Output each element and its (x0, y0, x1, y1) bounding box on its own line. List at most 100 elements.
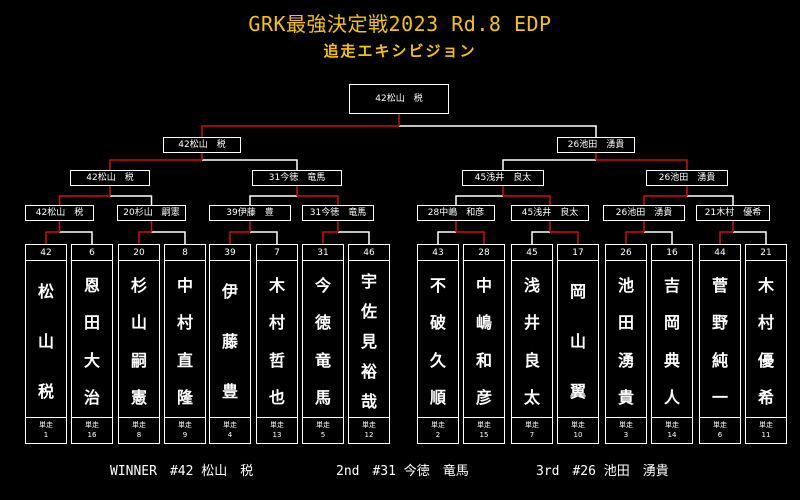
bracket-connector (625, 231, 644, 244)
second-result: 2nd #31 今徳 竜馬 (336, 464, 469, 479)
player-number: 39 (210, 245, 250, 261)
player-name: 杉山嗣憲 (130, 275, 147, 408)
player-number: 16 (652, 245, 692, 261)
player-name: 木村哲也 (268, 275, 285, 408)
quarterfinal-box: 45浅井 良太 (511, 205, 589, 221)
bracket-connector (531, 231, 550, 244)
bracket-connector (138, 231, 152, 244)
bracket-connector (643, 195, 687, 205)
seed-number: 5 (320, 431, 326, 439)
seed-number: 15 (479, 431, 489, 439)
player-seed: 単走 12 (349, 417, 389, 443)
seed-label: 単走 (571, 421, 585, 429)
player-seed: 単走 10 (558, 417, 598, 443)
seed-label: 単走 (525, 421, 539, 429)
semifinal-box: 45浅井 良太 (462, 170, 544, 186)
seed-label: 単走 (431, 421, 445, 429)
seed-number: 7 (529, 431, 535, 439)
player-name: 不破久順 (429, 275, 446, 408)
player-name: 宇佐見裕哉 (360, 272, 377, 411)
bracket-connector (719, 231, 733, 244)
player-seed: 単走 1 (26, 417, 66, 443)
player-name: 菅野純一 (711, 275, 728, 408)
player-number: 31 (303, 245, 343, 261)
third-result: 3rd #26 池田 湧貴 (536, 464, 669, 479)
seed-label: 単走 (477, 421, 491, 429)
seed-number: 1 (43, 431, 49, 439)
seed-number: 8 (136, 431, 142, 439)
seed-label: 単走 (316, 421, 330, 429)
seed-label: 単走 (619, 421, 633, 429)
player-number: 43 (418, 245, 458, 261)
seed-number: 4 (227, 431, 233, 439)
player-seed: 単走 2 (418, 417, 458, 443)
seed-number: 3 (623, 431, 629, 439)
player-name: 伊藤豊 (221, 282, 238, 401)
player-name: 池田湧貴 (617, 275, 634, 408)
bracket-connector (550, 231, 579, 244)
page-title: GRK最強決定戦2023 Rd.8 EDP (248, 12, 552, 36)
player-name: 中村直隆 (176, 275, 193, 408)
seed-label: 単走 (270, 421, 284, 429)
seed-number: 12 (364, 431, 374, 439)
semifinal-box: 42松山 税 (70, 170, 150, 186)
player-number: 26 (606, 245, 646, 261)
player-number: 20 (119, 245, 159, 261)
quarterfinal-box: 31今徳 竜馬 (302, 205, 374, 221)
champion-box: 42松山 税 (349, 84, 449, 114)
bracket-connector (229, 231, 250, 244)
seed-label: 単走 (759, 421, 773, 429)
player-name: 吉岡典人 (663, 275, 680, 408)
quarterfinal-box: 20杉山 嗣憲 (117, 205, 186, 221)
player-name: 木村優希 (757, 275, 774, 408)
bracket-connector (596, 159, 688, 170)
player-card: 43 不破久順単走 2 (417, 244, 459, 444)
winner-result: WINNER #42 松山 税 (110, 464, 254, 479)
player-seed: 単走 7 (512, 417, 552, 443)
quarterfinal-box: 39伊藤 豊 (209, 205, 291, 221)
bracket-connector (297, 195, 339, 205)
seed-number: 16 (87, 431, 97, 439)
player-number: 44 (700, 245, 740, 261)
seed-number: 11 (761, 431, 771, 439)
player-name: 今徳竜馬 (314, 275, 331, 408)
bracket-connector (201, 125, 399, 137)
seed-label: 単走 (713, 421, 727, 429)
seed-number: 10 (573, 431, 583, 439)
player-seed: 単走 4 (210, 417, 250, 443)
seed-label: 単走 (362, 421, 376, 429)
bracket-connector (110, 195, 153, 205)
bracket-connector (58, 195, 110, 205)
seed-number: 14 (667, 431, 677, 439)
bracket-connector (338, 231, 370, 244)
final-box: 42松山 税 (163, 137, 241, 153)
bracket-connector (45, 231, 60, 244)
bracket-connector (455, 195, 503, 205)
bracket-connector (502, 159, 596, 170)
bracket-connector (59, 231, 93, 244)
semifinal-box: 31今徳 竜馬 (252, 170, 342, 186)
seed-label: 単走 (223, 421, 237, 429)
bracket-connector (437, 231, 456, 244)
player-number: 21 (746, 245, 786, 261)
bracket-connector (322, 231, 338, 244)
player-name: 岡山翼 (569, 282, 586, 401)
quarterfinal-box: 26池田 湧貴 (603, 205, 685, 221)
seed-label: 単走 (39, 421, 53, 429)
quarterfinal-box: 28中嶋 和彦 (417, 205, 495, 221)
seed-number: 9 (182, 431, 188, 439)
seed-number: 2 (435, 431, 441, 439)
bracket-connector (733, 231, 767, 244)
player-seed: 単走 11 (746, 417, 786, 443)
